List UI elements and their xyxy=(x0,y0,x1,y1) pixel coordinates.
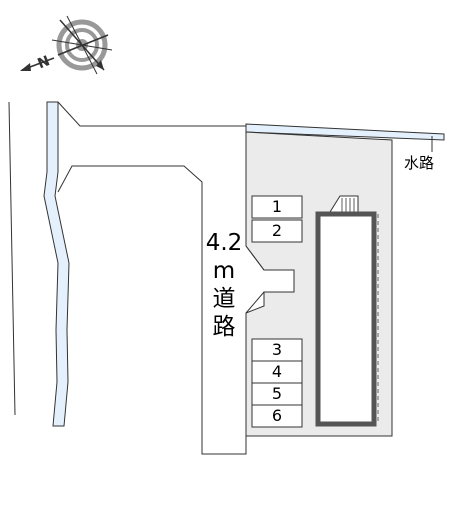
road-char-2: 路 xyxy=(212,314,236,340)
road-outline xyxy=(57,101,246,127)
left-road-edge xyxy=(8,101,16,416)
building xyxy=(315,211,377,427)
road-unit-label: m xyxy=(212,258,236,284)
parking-slots xyxy=(251,195,303,428)
road-char-1: 道 xyxy=(212,286,236,312)
parking-slot-1: 1 xyxy=(271,197,283,216)
north-arrow-icon xyxy=(20,57,55,71)
compass-rose-icon xyxy=(51,15,113,75)
parking-slot-5: 5 xyxy=(271,384,283,403)
stairs xyxy=(329,195,359,213)
road-outline-inner xyxy=(57,165,247,455)
parking-slot-4: 4 xyxy=(271,362,283,381)
waterway-label: 水路 xyxy=(404,154,435,172)
road-width-label: 4.2 xyxy=(205,230,243,256)
north-label: N xyxy=(35,53,52,72)
parking-slot-6: 6 xyxy=(271,406,283,425)
road-notch xyxy=(245,245,295,314)
parking-slot-3: 3 xyxy=(271,340,283,359)
left-waterway xyxy=(43,101,70,427)
parking-slot-2: 2 xyxy=(271,221,283,240)
